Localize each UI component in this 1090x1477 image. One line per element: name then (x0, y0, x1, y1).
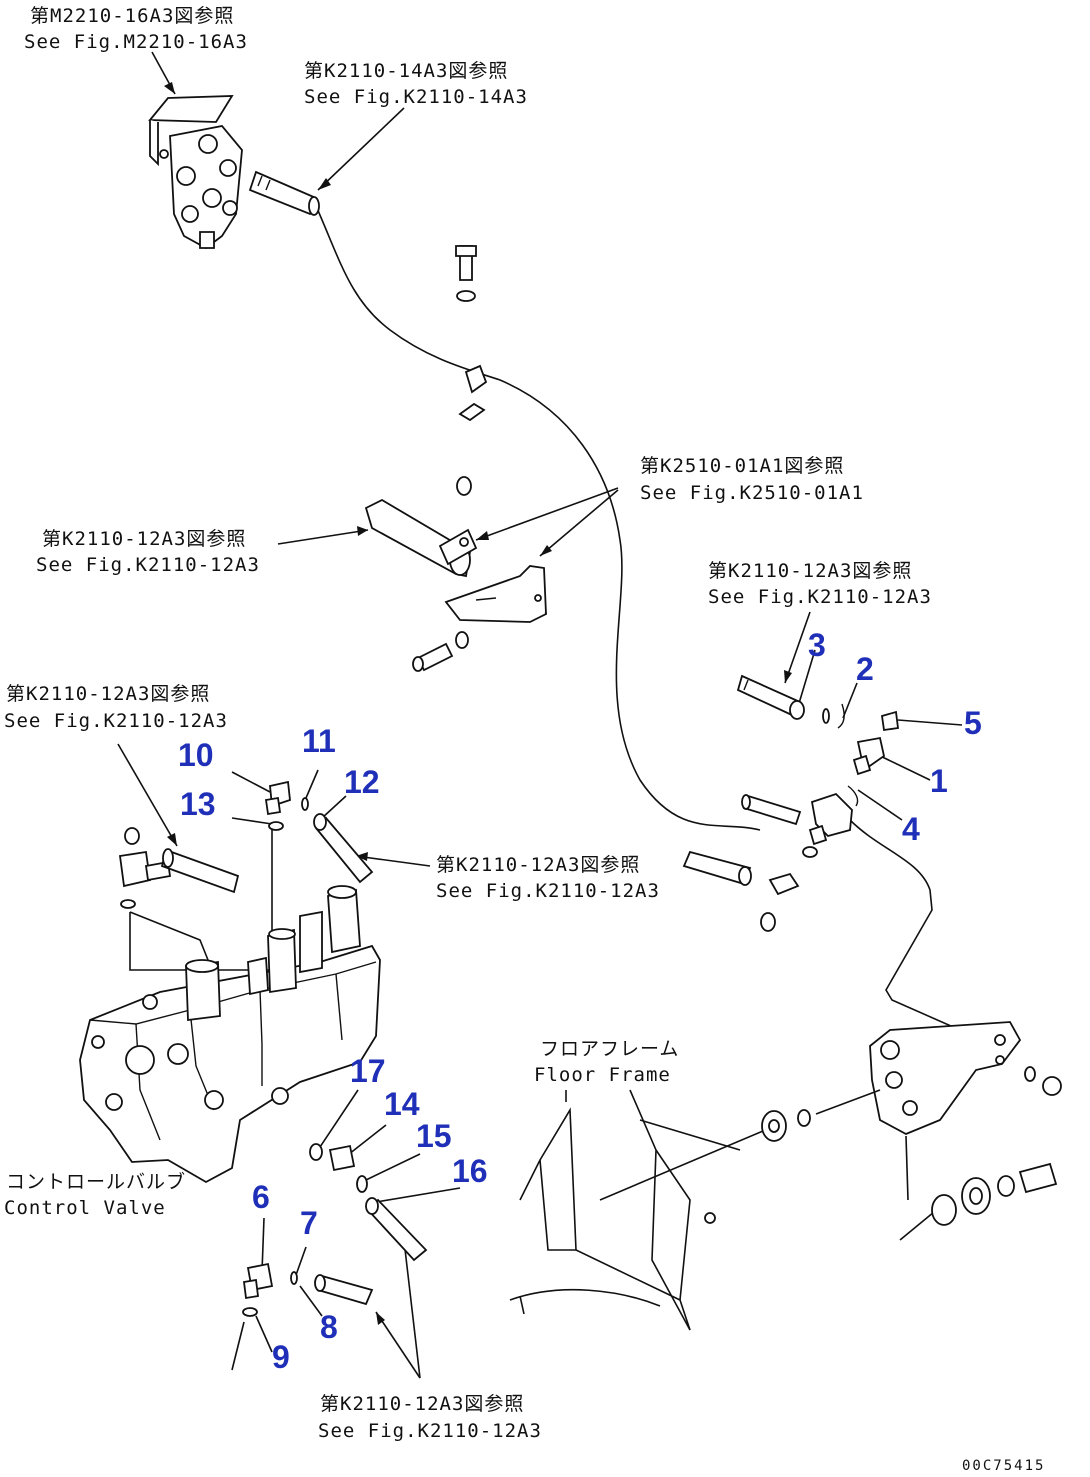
ref-left-en: See Fig.K2110-12A3 (4, 710, 228, 732)
part-number-11: 11 (302, 723, 336, 759)
bolt-upper (455, 245, 477, 302)
left-fittings (118, 827, 240, 909)
ref-m2210-en: See Fig.M2210-16A3 (24, 31, 248, 53)
floor-frame-en: Floor Frame (534, 1064, 671, 1086)
right-group-parts (682, 674, 900, 932)
ref-m2210-jp: 第M2210-16A3図参照 (30, 5, 234, 27)
part-numbers: 3 2 5 1 4 10 11 12 13 17 14 15 16 6 7 8 … (178, 627, 982, 1375)
ref-bottom-en: See Fig.K2110-12A3 (318, 1420, 542, 1442)
part-number-13: 13 (180, 786, 216, 822)
part-number-1: 1 (930, 763, 948, 799)
bracket-middle (444, 565, 548, 623)
ref-right-en: See Fig.K2110-12A3 (708, 586, 932, 608)
ref-k2510-01a1: 第K2510-01A1図参照 See Fig.K2510-01A1 (640, 455, 864, 504)
part-number-8: 8 (320, 1309, 338, 1345)
clamp-upper (456, 364, 488, 496)
ref-k2110-12a3-mid: 第K2110-12A3図参照 See Fig.K2110-12A3 (36, 528, 260, 576)
ref-left-jp: 第K2110-12A3図参照 (6, 683, 210, 705)
bottom-fittings-6-9 (242, 1262, 374, 1317)
part-number-9: 9 (272, 1339, 290, 1375)
ref-k2110-14a3-en: See Fig.K2110-14A3 (304, 86, 528, 108)
ref-k2510-en: See Fig.K2510-01A1 (640, 482, 864, 504)
ppc-valve (148, 95, 243, 250)
lever-middle (364, 498, 478, 578)
ref-m2210: 第M2210-16A3図参照 See Fig.M2210-16A3 (24, 5, 248, 53)
lower-fittings-14-17 (309, 1143, 428, 1262)
ref-k2510-jp: 第K2510-01A1図参照 (640, 455, 844, 477)
part-number-16: 16 (452, 1153, 488, 1189)
bolt-middle (412, 631, 469, 672)
part-number-2: 2 (856, 651, 874, 687)
ref-center-jp: 第K2110-12A3図参照 (436, 854, 640, 876)
part-number-6: 6 (252, 1179, 270, 1215)
label-control-valve: コントロールバルブ Control Valve (4, 1170, 186, 1219)
ref-k2110-12a3-center: 第K2110-12A3図参照 See Fig.K2110-12A3 (436, 854, 660, 902)
ref-right-jp: 第K2110-12A3図参照 (708, 560, 912, 582)
ref-bottom-jp: 第K2110-12A3図参照 (320, 1393, 524, 1415)
number-leaders (231, 649, 963, 1371)
pedal-bracket (761, 1021, 1062, 1241)
part-number-12: 12 (344, 764, 380, 800)
ref-mid-en: See Fig.K2110-12A3 (36, 554, 260, 576)
part-number-14: 14 (384, 1086, 420, 1122)
part-number-17: 17 (350, 1053, 386, 1089)
hose-end-top (248, 170, 320, 216)
part-number-3: 3 (808, 627, 826, 663)
leader-lines (117, 51, 811, 1379)
part-number-5: 5 (964, 705, 982, 741)
part-number-10: 10 (178, 737, 214, 773)
control-valve-jp: コントロールバルブ (6, 1170, 186, 1193)
part-number-4: 4 (902, 811, 920, 847)
ref-mid-jp: 第K2110-12A3図参照 (42, 528, 246, 550)
part-number-7: 7 (300, 1205, 318, 1241)
ref-k2110-12a3-right: 第K2110-12A3図参照 See Fig.K2110-12A3 (708, 560, 932, 608)
ref-k2110-14a3-jp: 第K2110-14A3図参照 (304, 60, 508, 82)
ref-k2110-12a3-bottom: 第K2110-12A3図参照 See Fig.K2110-12A3 (318, 1393, 542, 1442)
ref-k2110-14a3: 第K2110-14A3図参照 See Fig.K2110-14A3 (304, 60, 528, 108)
part-number-15: 15 (416, 1118, 452, 1154)
ref-center-en: See Fig.K2110-12A3 (436, 880, 660, 902)
floor-frame-jp: フロアフレーム (540, 1038, 679, 1060)
floor-frame (509, 1089, 771, 1331)
ref-k2110-12a3-left: 第K2110-12A3図参照 See Fig.K2110-12A3 (4, 683, 228, 732)
drawing-code: 00C75415 (962, 1458, 1045, 1474)
label-floor-frame: フロアフレーム Floor Frame (534, 1038, 679, 1086)
control-valve-en: Control Valve (4, 1197, 166, 1219)
cables (129, 205, 961, 1031)
control-valve-body (79, 885, 381, 1184)
upper-fittings-10-13 (264, 780, 374, 884)
